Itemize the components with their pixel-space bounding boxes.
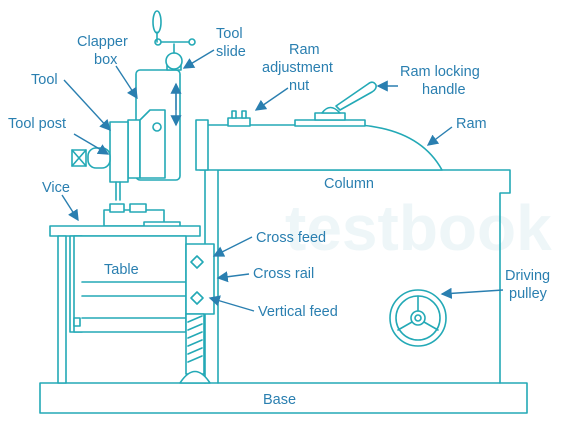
label-ram-locking-handle-line2: handle (422, 82, 466, 98)
base-part (39, 382, 528, 414)
tool-head (127, 10, 196, 181)
arrow-tool-post (73, 133, 110, 155)
arrow-tool-slide (182, 49, 215, 69)
label-vice: Vice (42, 180, 70, 196)
label-clapper-box-line2: box (94, 52, 118, 68)
ram-part (195, 119, 443, 171)
driving-pulley (389, 289, 447, 347)
label-vertical-feed: Vertical feed (258, 304, 338, 320)
ram-locking-handle (294, 81, 377, 127)
label-driving-pulley: Driving (505, 268, 550, 284)
vertical-feed-screw (179, 313, 211, 384)
label-tool-slide: Tool (216, 26, 243, 42)
label-tool-slide-line2: slide (216, 44, 246, 60)
label-ram: Ram (456, 116, 487, 132)
label-ram-adjustment-line2: adjustment (262, 60, 333, 76)
label-driving-pulley-line2: pulley (509, 286, 548, 302)
arrow-ram-adjustment (254, 87, 289, 111)
label-cross-rail: Cross rail (253, 266, 314, 282)
arrow-cross-feed (212, 236, 253, 257)
arrow-ram (426, 126, 453, 146)
label-cross-feed: Cross feed (256, 230, 326, 246)
cross-rail-part (185, 243, 215, 315)
label-clapper-box: Clapper (77, 34, 128, 50)
arrow-tool (63, 79, 111, 132)
label-base: Base (263, 392, 296, 408)
arrow-clapper-box (115, 65, 138, 100)
arrow-vice (61, 194, 79, 222)
tool-post (71, 121, 129, 201)
table-part (49, 225, 201, 384)
label-ram-adjustment-line3: nut (289, 78, 309, 94)
ram-adjustment-nut (227, 110, 251, 127)
label-ram-adjustment: Ram (289, 42, 320, 58)
label-table: Table (104, 262, 139, 278)
watermark-text: testbook (285, 192, 552, 264)
arrow-cross-rail (216, 271, 250, 283)
arrow-vertical-feed (208, 295, 255, 312)
label-column: Column (324, 176, 374, 192)
label-ram-locking-handle: Ram locking (400, 64, 480, 80)
label-tool: Tool (31, 72, 58, 88)
arrow-driving-pulley (440, 287, 504, 299)
label-tool-post: Tool post (8, 116, 66, 132)
